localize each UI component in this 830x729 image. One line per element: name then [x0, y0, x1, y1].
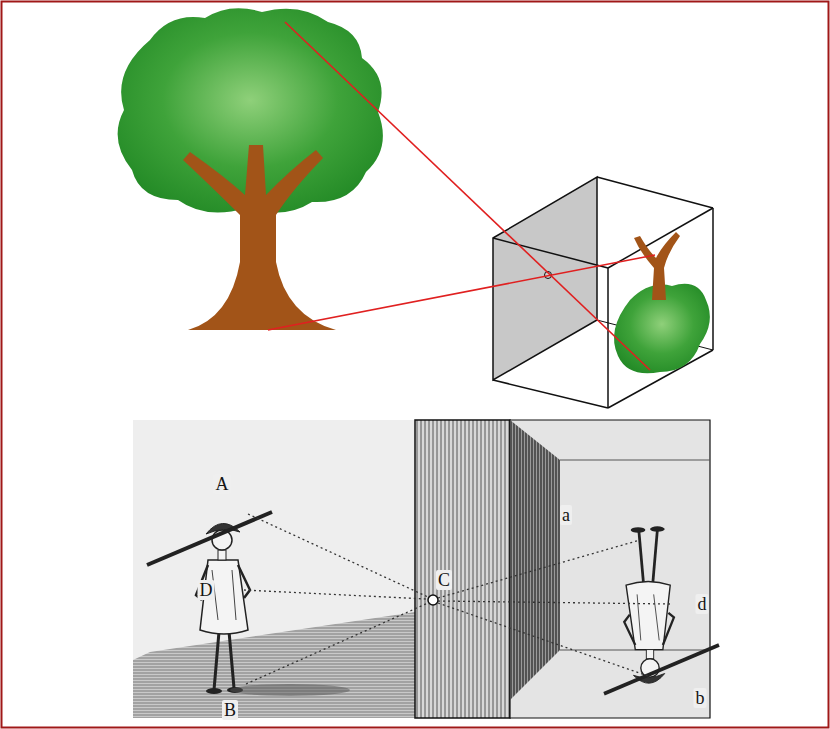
tree — [118, 8, 383, 330]
point-label: d — [696, 594, 709, 614]
point-label: D — [198, 580, 215, 600]
man-figure — [147, 512, 272, 694]
point-label: C — [436, 570, 452, 590]
point-label: b — [694, 688, 707, 708]
point-label: B — [222, 700, 238, 720]
ray-lines — [244, 514, 670, 684]
inverted-tree-image — [614, 232, 710, 373]
point-label: a — [560, 505, 572, 525]
point-label: A — [214, 474, 231, 494]
camera-obscura-engraving — [133, 420, 719, 718]
pinhole-box — [493, 177, 713, 408]
inverted-man-image — [604, 526, 719, 693]
light-rays — [268, 22, 655, 370]
